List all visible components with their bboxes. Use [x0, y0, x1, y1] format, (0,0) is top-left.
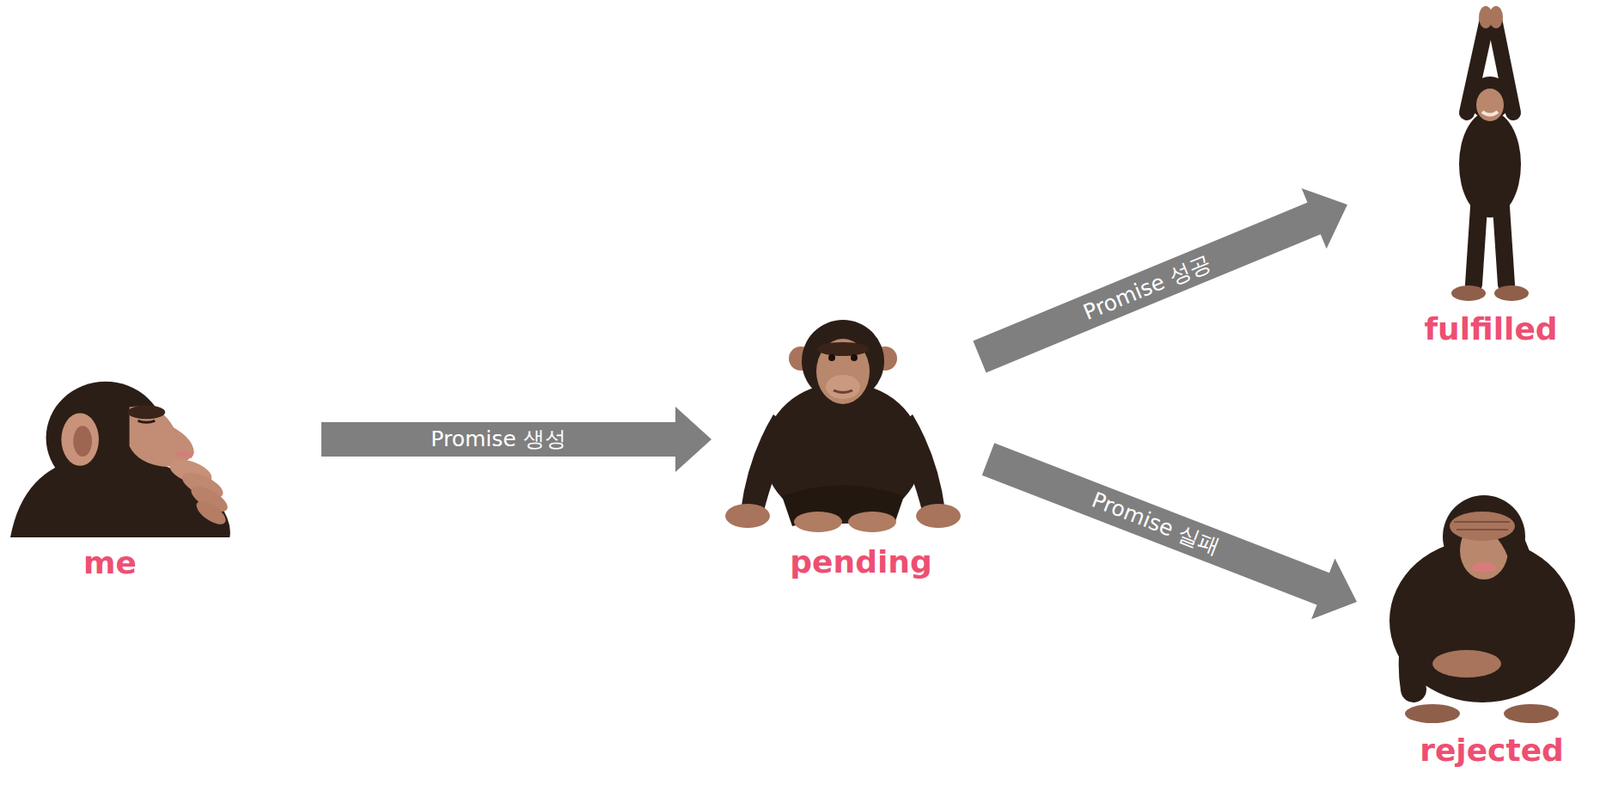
state-node: pending — [721, 311, 965, 581]
chimp-part — [1494, 285, 1529, 301]
chimp-part — [825, 374, 861, 399]
arrow-label: Promise 생성 — [430, 426, 566, 452]
state-node: rejected — [1372, 474, 1592, 769]
chimp-part — [138, 420, 156, 422]
chimp-part — [1411, 603, 1424, 690]
chimp-part — [1459, 110, 1521, 218]
chimp-part — [816, 338, 870, 404]
cheering-chimp — [1423, 5, 1557, 306]
chimp-part — [61, 412, 99, 465]
chimp-part — [1432, 649, 1502, 678]
state-label: rejected — [1372, 732, 1592, 769]
chimp-part — [1482, 111, 1498, 116]
arrow-label: Promise 성공 — [1079, 250, 1215, 326]
block-arrow — [321, 406, 712, 472]
chimp-part — [1501, 207, 1507, 285]
state-node: me — [10, 361, 266, 581]
state-label: fulfilled — [1409, 311, 1573, 348]
chimp-part — [1451, 285, 1486, 301]
thinking-chimp — [10, 361, 266, 538]
state-label: pending — [721, 543, 965, 581]
chimp-part — [1449, 511, 1515, 541]
chimp-part — [828, 354, 836, 361]
chimp-part — [725, 503, 770, 528]
chimp-part — [73, 425, 92, 457]
chimp-part — [1389, 538, 1576, 703]
block-arrow — [982, 442, 1357, 619]
ashamed-chimp — [1372, 474, 1592, 725]
chimp-part — [1453, 521, 1510, 530]
chimp-part — [1489, 6, 1503, 29]
chimp-part — [1404, 703, 1460, 723]
chimp-part — [793, 511, 843, 532]
chimp-part — [833, 390, 853, 393]
chimp-part — [177, 453, 193, 457]
chimp-part — [817, 341, 869, 356]
chimp-part — [848, 511, 897, 532]
sitting-chimp — [721, 311, 965, 536]
chimp-part — [1476, 88, 1504, 122]
state-node: fulfilled — [1409, 5, 1573, 348]
chimp-part — [850, 354, 858, 361]
chimp-part — [192, 496, 230, 529]
block-arrow — [972, 188, 1348, 373]
state-label: me — [10, 544, 266, 581]
chimp-part — [1471, 561, 1497, 573]
chimp-part — [128, 405, 166, 420]
chimp-part — [1473, 207, 1479, 285]
chimp-part — [916, 503, 961, 528]
chimp-part — [1503, 703, 1559, 723]
